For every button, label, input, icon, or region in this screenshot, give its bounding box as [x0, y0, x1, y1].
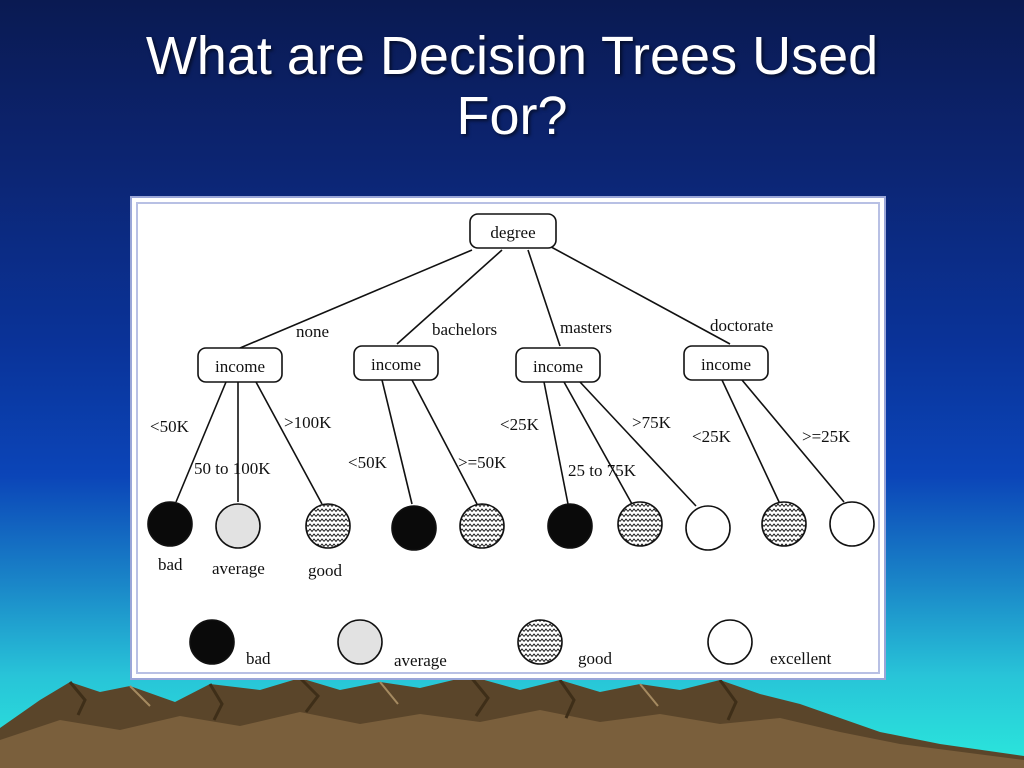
leaf-bad	[547, 503, 593, 549]
income-node-label: income	[215, 357, 265, 376]
legend-swatch-bad	[189, 619, 235, 665]
legend-label-bad: bad	[246, 649, 271, 668]
leaf-bad	[147, 501, 193, 547]
income-node-label: income	[371, 355, 421, 374]
legend-swatch-average	[337, 619, 383, 665]
decision-tree-figure: degree none bachelors masters doctorate …	[130, 196, 886, 680]
root-node: degree	[469, 213, 557, 249]
edge-label: >100K	[284, 413, 332, 432]
mountain-range-decoration	[0, 675, 1024, 768]
leaf-good	[459, 503, 505, 549]
branch-label-bachelors: bachelors	[432, 320, 497, 339]
legend: bad average good excellent	[189, 619, 832, 670]
leaf-good	[617, 501, 663, 547]
leaf-excellent	[829, 501, 875, 547]
branch-label-none: none	[296, 322, 329, 341]
income-node-bachelors: income	[353, 345, 439, 381]
edge-label: <50K	[150, 417, 190, 436]
slide-title-line-2: For?	[456, 86, 568, 146]
leaf-bad	[391, 505, 437, 551]
legend-label-good: good	[578, 649, 613, 668]
leaf-label-bad: bad	[158, 555, 183, 574]
figure-inner-border	[136, 202, 880, 674]
edge-label: 50 to 100K	[194, 459, 271, 478]
edge-label: >=25K	[802, 427, 851, 446]
leaf-average	[215, 503, 261, 549]
slide-title-line-1: What are Decision Trees Used	[145, 26, 879, 86]
edge-label: >=50K	[458, 453, 507, 472]
legend-swatch-excellent	[707, 619, 753, 665]
leaf-good	[305, 503, 351, 549]
leaf-good	[761, 501, 807, 547]
income-node-label: income	[533, 357, 583, 376]
edge-label: <50K	[348, 453, 388, 472]
legend-swatch-good	[517, 619, 563, 665]
leaf-excellent	[685, 505, 731, 551]
income-node-masters: income	[515, 347, 601, 383]
leaf-edges	[175, 379, 845, 507]
root-node-label: degree	[490, 223, 535, 242]
leaf-label-good: good	[308, 561, 343, 580]
branch-label-doctorate: doctorate	[710, 316, 773, 335]
income-node-none: income	[197, 347, 283, 383]
decision-tree-diagram: degree none bachelors masters doctorate …	[147, 213, 875, 670]
edge-label: 25 to 75K	[568, 461, 637, 480]
edge-label: >75K	[632, 413, 672, 432]
branch-label-masters: masters	[560, 318, 612, 337]
income-node-label: income	[701, 355, 751, 374]
income-node-doctorate: income	[683, 345, 769, 381]
root-edges	[239, 241, 731, 349]
legend-label-average: average	[394, 651, 447, 670]
edge-label: <25K	[500, 415, 540, 434]
slide-title: What are Decision Trees Used For?	[0, 26, 1024, 146]
legend-label-excellent: excellent	[770, 649, 832, 668]
leaf-label-average: average	[212, 559, 265, 578]
edge-label: <25K	[692, 427, 732, 446]
